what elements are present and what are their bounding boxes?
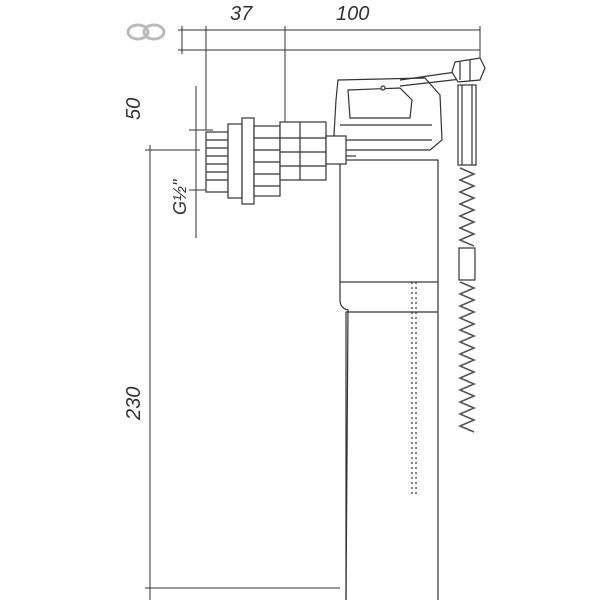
adjust-rod bbox=[457, 84, 477, 281]
valve-body bbox=[339, 159, 439, 600]
link-icon bbox=[126, 23, 166, 41]
dim-thread: G½" bbox=[170, 178, 190, 215]
inlet-fitting bbox=[205, 117, 356, 205]
dim-50: 50 bbox=[123, 98, 145, 120]
valve-head bbox=[333, 69, 471, 151]
float-rod bbox=[411, 282, 417, 495]
dim-230: 230 bbox=[123, 387, 145, 421]
dim-100: 100 bbox=[336, 3, 369, 25]
top-dimension-lines bbox=[178, 26, 481, 130]
adjust-cap bbox=[451, 57, 486, 83]
spiral-chain bbox=[457, 167, 477, 433]
dim-37: 37 bbox=[230, 3, 253, 25]
